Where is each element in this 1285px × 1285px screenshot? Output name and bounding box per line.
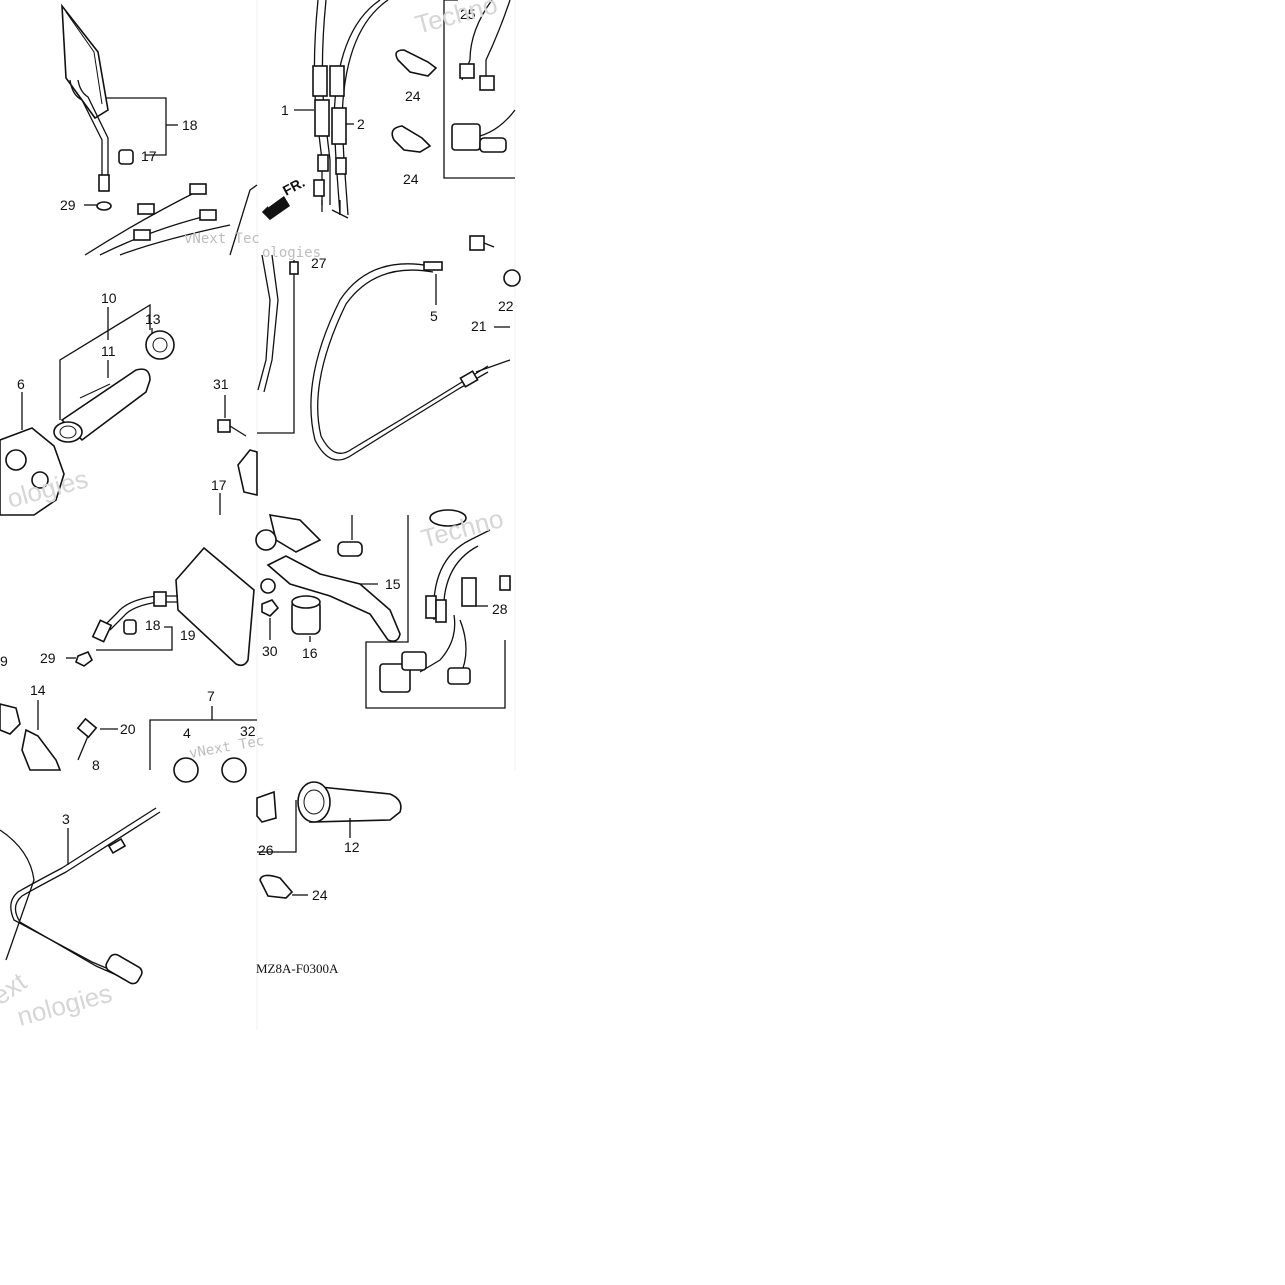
drawing-code: MZ8A-F0300A (256, 961, 339, 976)
callout-20: 19 (180, 627, 196, 643)
watermark-text: vNext Tec (188, 733, 265, 762)
throttle-cables (312, 0, 389, 219)
callout-24: 24 (405, 88, 421, 104)
callout-32: 32 (240, 723, 256, 739)
bolt-23 (469, 235, 521, 287)
cable-clamps (391, 49, 438, 153)
clutch-cable (310, 261, 511, 461)
callout-10: 10 (101, 290, 117, 306)
callout-4: 4 (183, 725, 191, 741)
callout-6: 6 (17, 376, 25, 392)
callout-24: 24 (312, 887, 328, 903)
watermark-text: vNext Tec (184, 231, 260, 247)
clutch-switch-cable (0, 807, 161, 985)
callout-28: 28 (492, 601, 508, 617)
callout-15: 15 (385, 576, 401, 592)
watermark-text: Techno (412, 0, 501, 40)
callout-5: 5 (430, 308, 438, 324)
mirror-left (75, 546, 255, 667)
arrow-fr-label: FR. (280, 174, 307, 199)
callout-12: 12 (344, 839, 360, 855)
callout-lines-tile4 (435, 274, 510, 328)
lever-bracket (237, 449, 258, 497)
callout-29: 29 (40, 650, 56, 666)
callout-16: 16 (302, 645, 318, 661)
callout-18: 17 (141, 148, 157, 164)
switch-harness-left (365, 509, 511, 709)
callout-lines-tile2 (294, 109, 354, 125)
front-arrow (262, 196, 290, 220)
callout-lines-tile6 (269, 583, 378, 642)
screw-30 (217, 395, 247, 437)
left-grip (256, 781, 402, 853)
callout-29: 29 (60, 197, 76, 213)
callout-22: 21 (471, 318, 487, 334)
throttle-grip (53, 368, 151, 443)
watermark-text: nologies (14, 978, 115, 1032)
watermark-text: ologies (262, 245, 321, 261)
callout-17: 17 (211, 477, 227, 493)
callout-18: 18 (145, 617, 161, 633)
switch-harness-right (443, 0, 516, 179)
callout-11: 11 (101, 343, 116, 359)
callout-2: 2 (357, 116, 365, 132)
callout-30: 31 (213, 376, 229, 392)
callout-26: 26 (258, 842, 274, 858)
callout-27: 27 (311, 255, 327, 271)
mirror-right (61, 3, 134, 211)
cable-guide-left (257, 254, 299, 434)
callout-3: 3 (62, 811, 70, 827)
bearing-13 (145, 330, 175, 360)
callout-7: 7 (207, 688, 215, 704)
watermark-text: Techno (418, 503, 507, 554)
clutch-lever (255, 514, 401, 642)
clamp-lower (259, 874, 308, 899)
callout-13: 13 (145, 311, 161, 327)
switch-housing-lower (0, 700, 257, 783)
throttle-cables-lower (84, 183, 258, 256)
callout-25: 25 (460, 6, 476, 22)
callout-lines-tile5 (66, 626, 173, 659)
callout-9: 9 (0, 653, 8, 669)
callout-1: 1 (281, 102, 289, 118)
switch-housing-left (0, 392, 65, 516)
callout-8: 8 (92, 757, 100, 773)
tile-grid (256, 0, 516, 1030)
callout-lines-tile1 (84, 97, 178, 206)
callout-19: 18 (182, 117, 198, 133)
callout-31: 30 (262, 643, 278, 659)
callout-21: 20 (120, 721, 136, 737)
callout-lines-tile3 (59, 303, 153, 420)
callout-23: 22 (498, 298, 514, 314)
callout-24: 24 (403, 171, 419, 187)
callout-14: 14 (30, 682, 46, 698)
